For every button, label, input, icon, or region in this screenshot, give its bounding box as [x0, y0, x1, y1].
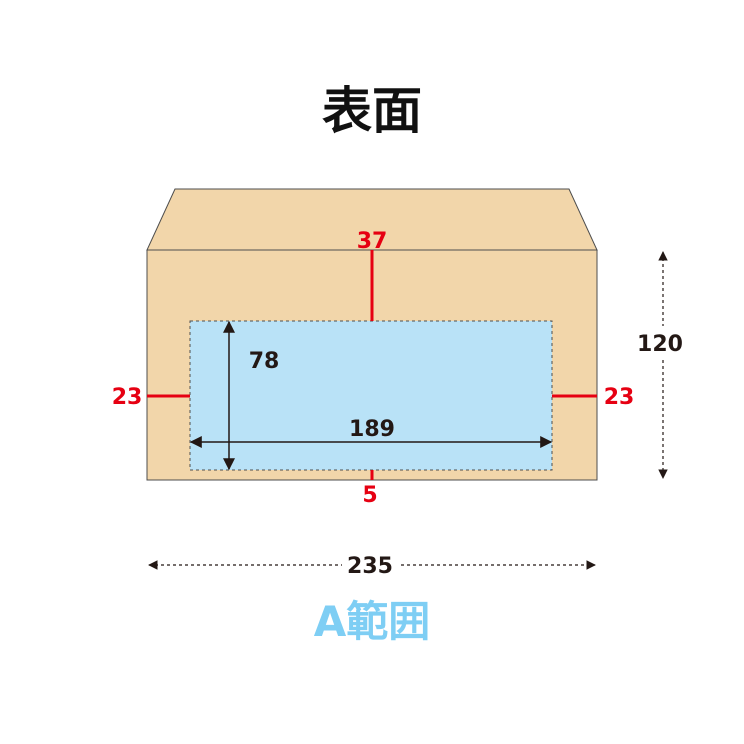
envelope-width-label: 235 — [347, 554, 393, 579]
margin-bottom-label: 5 — [362, 483, 377, 508]
envelope-height-label: 120 — [637, 332, 683, 357]
margin-left-label: 23 — [112, 385, 143, 410]
area-label: A範囲 — [314, 597, 431, 646]
page-title: 表面 — [322, 82, 422, 140]
window-height-label: 78 — [249, 349, 280, 374]
window-area — [189, 320, 553, 471]
margin-right-label: 23 — [604, 385, 635, 410]
window-width-label: 189 — [349, 417, 395, 442]
envelope-height-label-bg — [634, 326, 690, 358]
margin-top-label: 37 — [357, 229, 388, 254]
envelope-width-label-bg — [342, 548, 398, 580]
